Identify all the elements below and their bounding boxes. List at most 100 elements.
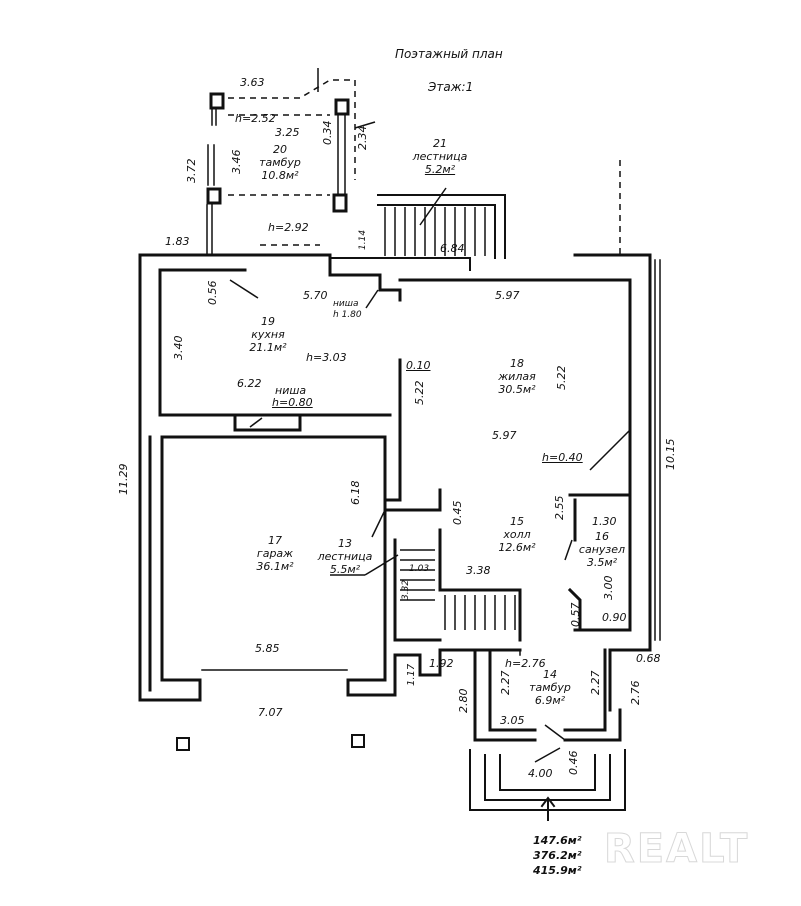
- dimension: 6.84: [440, 242, 465, 255]
- dimension: 3.40: [172, 335, 185, 361]
- column-line: [207, 144, 215, 186]
- dimension: 2.34: [356, 125, 369, 151]
- inner-wall: [328, 253, 402, 302]
- leader-line: [229, 279, 259, 299]
- dimension: 0.56: [206, 280, 219, 306]
- pillar: [176, 737, 190, 751]
- room-area: 36.1м²: [256, 560, 294, 573]
- stair-21: [329, 257, 471, 271]
- dashed-line: [228, 79, 356, 180]
- room-number: 17: [268, 534, 282, 547]
- room-name: кухня: [251, 328, 285, 341]
- room-18-living: 18 жилая 30.5м²: [487, 357, 547, 396]
- height-label: h=2.92: [268, 221, 309, 234]
- dimension: 1.03: [409, 564, 430, 574]
- dimension: 5.22: [555, 365, 568, 391]
- dimension: 3.00: [602, 575, 615, 601]
- dimension: 4.00: [528, 767, 553, 780]
- dimension: 5.85: [255, 642, 280, 655]
- dimension: 11.29: [117, 463, 130, 496]
- room-number: 20: [273, 143, 287, 156]
- room-area: 10.8м²: [261, 169, 299, 182]
- column: [209, 92, 225, 110]
- dimension: 0.34: [321, 120, 334, 146]
- garage-wall: [346, 653, 397, 697]
- dimension: 3.38: [466, 564, 491, 577]
- room-area: 3.5м²: [586, 556, 618, 569]
- dimension: 5.97: [492, 429, 517, 442]
- room-21-stairs: 21 лестница 5.2м²: [410, 137, 470, 176]
- room-14-tambur: 14 тамбур 6.9м²: [520, 668, 580, 707]
- column-line: [206, 204, 213, 256]
- column: [206, 187, 222, 205]
- garage-wall: [160, 435, 387, 682]
- dimension: 0.45: [451, 500, 464, 526]
- dimension: 1.14: [358, 229, 368, 250]
- dimension: 3.32: [401, 579, 411, 600]
- room-name: тамбур: [259, 156, 301, 169]
- dimension: 3.05: [500, 714, 525, 727]
- stair-21: [377, 194, 506, 259]
- area-totals: 147.6м² 376.2м² 415.9м²: [533, 833, 582, 878]
- leader-line: [419, 187, 447, 226]
- leader-line: [544, 724, 566, 741]
- room-number: 18: [510, 357, 524, 370]
- dimension: 6.18: [349, 480, 362, 506]
- outer-wall: [573, 253, 652, 642]
- room-number: 16: [595, 530, 609, 543]
- room-15-hall: 15 холл 12.6м²: [487, 515, 547, 554]
- niche-small-label: ниша: [333, 299, 359, 309]
- leader-line: [249, 417, 263, 428]
- dimension: 7.07: [258, 706, 283, 719]
- room-16-bathroom: 16 санузел 3.5м²: [572, 530, 632, 569]
- outer-wall: [654, 259, 661, 641]
- column: [332, 193, 348, 213]
- room-name: жилая: [498, 370, 536, 383]
- room-number: 15: [510, 515, 524, 528]
- dimension: 0.90: [602, 611, 627, 624]
- room-13-stairs: 13 лестница 5.5м²: [310, 537, 380, 576]
- height-label: h=2.76: [505, 657, 546, 670]
- dimension: 3.63: [240, 76, 265, 89]
- leader-line: [371, 509, 386, 538]
- sanuzel-wall: [567, 587, 582, 632]
- total-area: 147.6м²: [533, 834, 582, 847]
- garage-wall: [160, 435, 202, 682]
- stair-wall: [393, 538, 442, 642]
- watermark-logo: REALT: [603, 826, 750, 873]
- column-line: [337, 115, 346, 194]
- dimension: 0.57: [569, 602, 582, 628]
- outer-wall: [608, 638, 652, 712]
- room-name: лестница: [317, 550, 373, 563]
- dimension: 3.72: [185, 158, 198, 184]
- sanuzel-wall: [573, 493, 632, 632]
- stair-wall: [438, 528, 522, 642]
- total-area: 415.9м²: [533, 864, 582, 877]
- dimension: 0.46: [567, 750, 580, 776]
- inner-wall: [398, 278, 632, 497]
- room-20-tambur: 20 тамбур 10.8м²: [255, 143, 305, 182]
- tambur-wall: [563, 648, 607, 732]
- room-19-kitchen: 19 кухня 21.1м²: [238, 315, 298, 354]
- room-number: 19: [261, 315, 275, 328]
- dimension: 10.15: [664, 438, 677, 471]
- entry-arrow: [540, 796, 556, 821]
- leader-line: [364, 554, 399, 576]
- height-label: h=2.52: [235, 112, 276, 125]
- room-name: лестница: [412, 150, 468, 163]
- stair-21: [377, 204, 496, 259]
- room-area: 21.1м²: [249, 341, 287, 354]
- dimension: 5.22: [413, 380, 426, 406]
- leader-line: [589, 429, 631, 471]
- dimension: 2.80: [457, 688, 470, 714]
- leader-line: [534, 747, 561, 763]
- dimension: 2.55: [553, 495, 566, 521]
- niche-height: h=0.80: [272, 396, 313, 409]
- leader-line: [354, 121, 376, 129]
- pillar: [351, 734, 365, 748]
- room-name: холл: [503, 528, 531, 541]
- plan-title: Поэтажный план: [395, 47, 503, 61]
- room-17-garage: 17 гараж 36.1м²: [245, 534, 305, 573]
- dimension: 5.70: [303, 289, 328, 302]
